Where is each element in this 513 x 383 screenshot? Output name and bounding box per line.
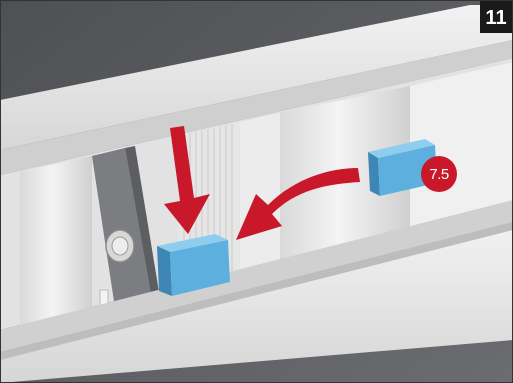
part-callout: 7.5 [421,156,457,192]
step-number: 11 [485,7,506,29]
bolt-head-icon [106,230,134,262]
callout-label: 7.5 [429,166,449,183]
step-badge: 11 [480,0,513,33]
